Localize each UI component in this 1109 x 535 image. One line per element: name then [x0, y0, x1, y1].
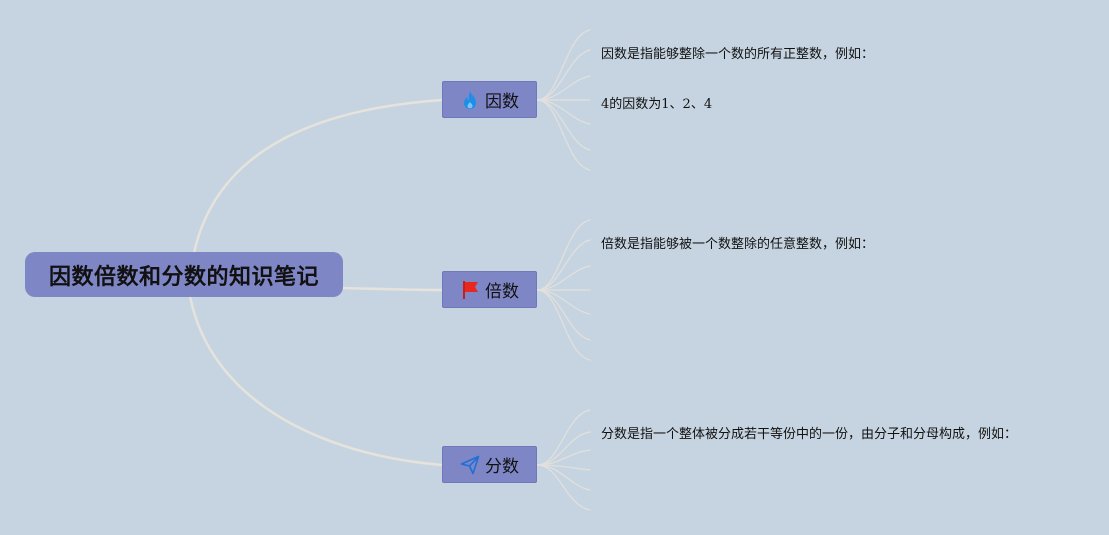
root-node[interactable]: 因数倍数和分数的知识笔记: [25, 252, 343, 297]
branch-node-fraction[interactable]: 分数: [442, 446, 537, 483]
branch-node-multiple[interactable]: 倍数: [442, 271, 537, 308]
leaf-note-fraction-definition: 分数是指一个整体被分成若干等份中的一份，由分子和分母构成，例如：: [601, 427, 1018, 442]
leaf-note-factor-definition: 因数是指能够整除一个数的所有正整数，例如：: [601, 47, 875, 62]
branch-node-factor[interactable]: 因数: [442, 81, 537, 118]
root-title: 因数倍数和分数的知识笔记: [48, 264, 319, 290]
flag-icon: [460, 280, 480, 300]
branch-label-factor: 因数: [485, 92, 519, 112]
fan-fraction: [536, 409, 591, 511]
leaf-note-factor-example: 4的因数为1、2、4: [601, 97, 713, 112]
leaf-note-multiple-definition: 倍数是指能够被一个数整除的任意整数，例如：: [601, 237, 875, 252]
connector-root-factor: [188, 98, 444, 282]
fan-multiple: [536, 219, 591, 361]
fan-factor: [536, 29, 591, 171]
paper-plane-icon: [460, 455, 480, 475]
connector-root-fraction: [188, 294, 444, 467]
fire-icon: [460, 90, 480, 110]
connector-root-multiple: [341, 286, 444, 292]
branch-label-fraction: 分数: [485, 457, 519, 477]
branch-label-multiple: 倍数: [485, 282, 519, 302]
